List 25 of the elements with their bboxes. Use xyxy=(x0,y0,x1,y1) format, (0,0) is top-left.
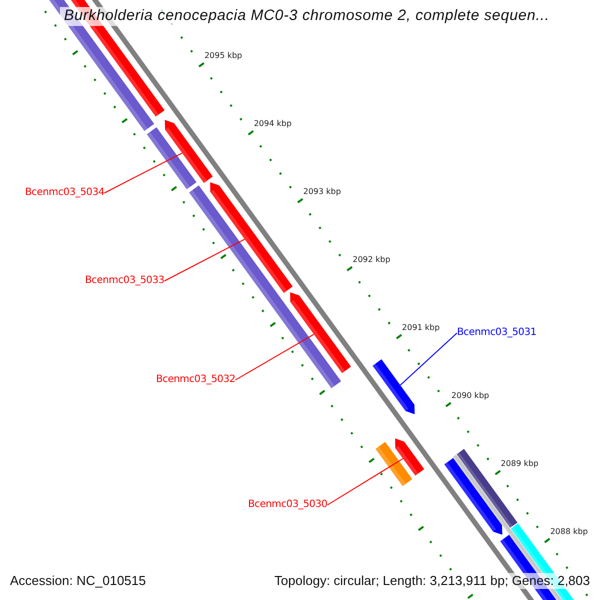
scale-label: 2088 kbp xyxy=(550,528,588,536)
leader-line xyxy=(234,334,314,380)
scale-label: 2091 kbp xyxy=(402,324,440,332)
scale-label: 2093 kbp xyxy=(303,188,341,196)
leader-line xyxy=(400,332,458,386)
topology-text: Topology: circular; Length: 3,213,911 bp; Genes: 2,803 xyxy=(272,573,592,590)
gene-feature xyxy=(210,182,293,293)
leader-line xyxy=(326,458,404,506)
accession-text: Accession: NC_010515 xyxy=(8,573,148,590)
gene-label: Bcenmc03_5030 xyxy=(248,500,328,510)
gene-feature xyxy=(395,438,424,476)
scale-label: 2092 kbp xyxy=(352,256,390,264)
leader-line xyxy=(104,152,183,194)
gene-label: Bcenmc03_5031 xyxy=(457,328,536,338)
leader-line xyxy=(164,238,246,282)
scale-label: 2095 kbp xyxy=(204,52,242,60)
scale-label: 2089 kbp xyxy=(500,460,538,468)
scale-label: 2090 kbp xyxy=(451,392,490,400)
gene-feature xyxy=(372,359,415,414)
gene-feature xyxy=(290,292,351,374)
gene-label: Bcenmc03_5034 xyxy=(25,188,104,198)
gene-label: Bcenmc03_5033 xyxy=(85,276,164,286)
scale-label: 2094 kbp xyxy=(254,120,292,128)
gene-feature xyxy=(164,120,213,183)
gene-label: Bcenmc03_5032 xyxy=(156,375,236,385)
